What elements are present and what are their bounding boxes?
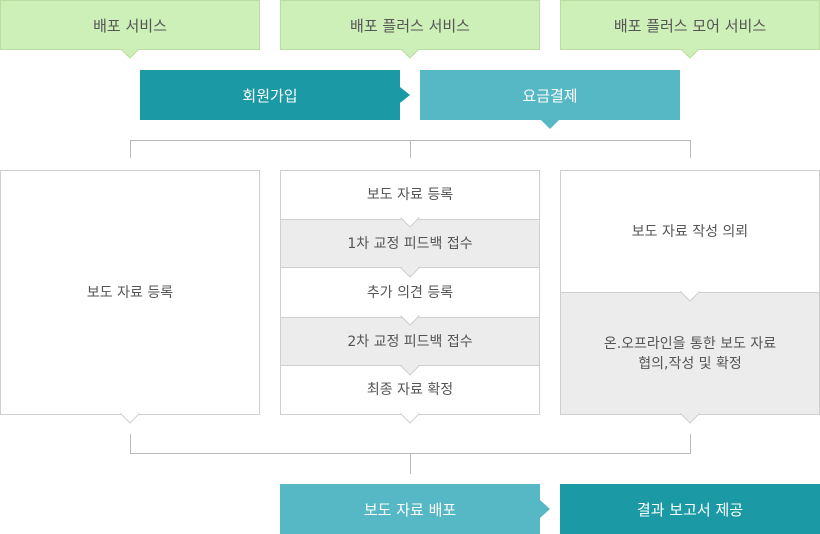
report-step: 결과 보고서 제공 (560, 484, 820, 534)
col3-consult-step: 온.오프라인을 통한 보도 자료 협의,작성 및 확정 (561, 292, 819, 414)
col2-step-5: 최종 자료 확정 (366, 382, 454, 398)
col1-register-step: 보도 자료 등록 (0, 170, 260, 415)
signup-arrow (400, 87, 410, 103)
service-plus-arrow (400, 49, 420, 59)
connector-bottom-middle (410, 453, 411, 474)
col3-request-step: 보도 자료 작성 의뢰 (631, 223, 749, 240)
distribute-step: 보도 자료 배포 (280, 484, 540, 534)
col2-step-3: 추가 의견 등록 (366, 284, 454, 301)
connector-top-right (690, 140, 691, 158)
connector-top-left (130, 140, 131, 158)
col2-step-1: 보도 자료 등록 (366, 187, 454, 203)
payment-arrow (541, 120, 559, 129)
connector-top-middle (410, 140, 411, 158)
col3-consult-line2: 협의,작성 및 확정 (638, 355, 742, 372)
distribute-arrow (540, 500, 550, 518)
payment-step: 요금결제 (420, 70, 680, 120)
service-plus-more-arrow (680, 49, 700, 59)
connector-bottom-left (130, 434, 131, 453)
col3-consult-line1: 온.오프라인을 통한 보도 자료 (603, 335, 777, 352)
col2-step-2: 1차 교정 피드백 접수 (281, 219, 539, 268)
connector-bottom-right (690, 434, 691, 453)
col2-step-4: 2차 교정 피드백 접수 (281, 317, 539, 366)
signup-step: 회원가입 (140, 70, 400, 120)
service-basic: 배포 서비스 (0, 0, 260, 50)
service-plus-more: 배포 플러스 모어 서비스 (560, 0, 820, 50)
service-basic-arrow (120, 49, 140, 59)
